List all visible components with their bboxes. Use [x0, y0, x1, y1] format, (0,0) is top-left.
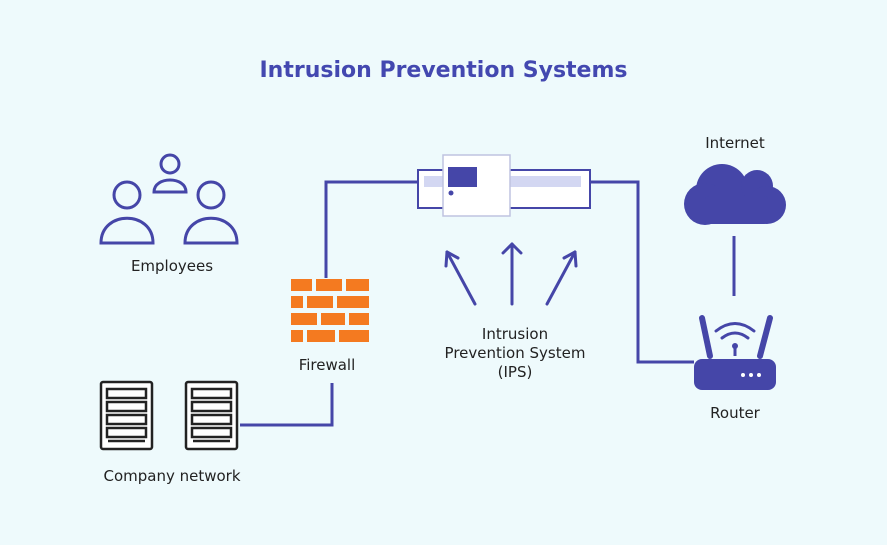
ips-appliance-icon [417, 154, 591, 217]
users-icon [99, 153, 239, 245]
wifi-router-icon [694, 315, 776, 390]
employees-label: Employees [130, 257, 214, 275]
ips-label-line-3: (IPS) [497, 363, 533, 381]
line-firewall-to-ips [324, 180, 418, 278]
ips-arrows [444, 242, 578, 306]
ips-label-line-1: Intrusion [481, 325, 549, 343]
arrow-up-icon [501, 242, 523, 306]
router-label: Router [710, 404, 760, 422]
line-ips-to-router [590, 180, 694, 364]
line-network-to-firewall [240, 383, 334, 427]
internet-label: Internet [705, 134, 765, 152]
company-network-label: Company network [103, 467, 241, 485]
firewall-label: Firewall [298, 356, 356, 374]
ips-label-line-2: Prevention System [444, 344, 586, 362]
cloud-icon [684, 164, 786, 225]
arrow-up-right-icon [545, 250, 578, 306]
diagram-title: Intrusion Prevention Systems [259, 58, 628, 83]
brick-wall-icon [291, 279, 369, 342]
connector-lines [240, 180, 736, 427]
ips-label: Intrusion Prevention System (IPS) [420, 325, 610, 382]
arrow-up-left-icon [444, 250, 477, 306]
server-rack-icon [99, 380, 239, 451]
